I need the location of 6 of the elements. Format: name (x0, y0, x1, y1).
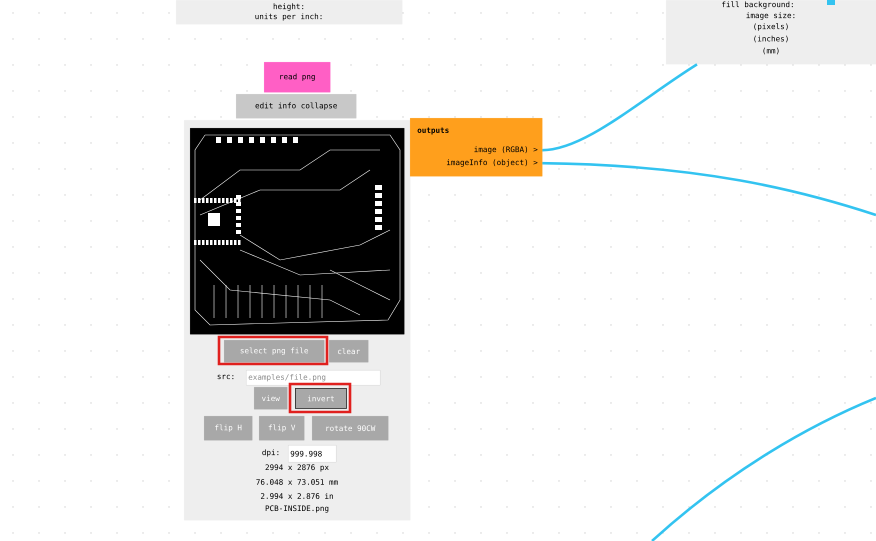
circuit-board-drawing (190, 128, 404, 334)
output-panel (410, 118, 542, 176)
panel (176, 0, 402, 24)
connector-line (542, 63, 698, 152)
panel (666, 0, 876, 64)
connector-line (542, 162, 876, 216)
